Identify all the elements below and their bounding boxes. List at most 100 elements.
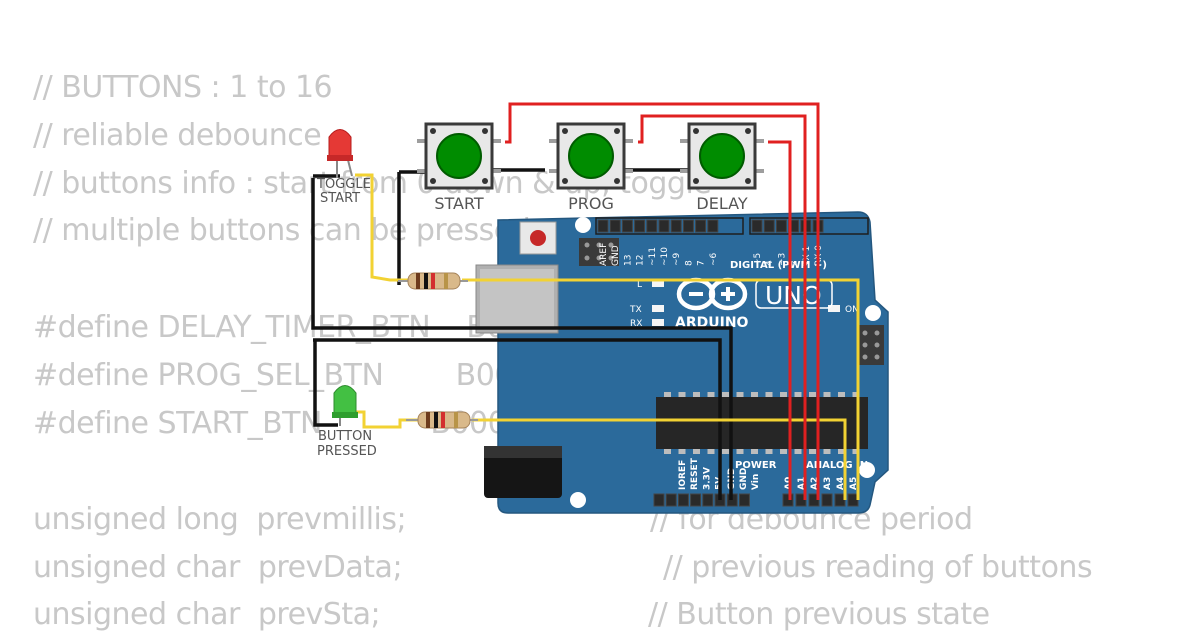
button-leg bbox=[549, 139, 558, 143]
button-label: DELAY bbox=[696, 194, 747, 213]
digital-pin-label: ~6 bbox=[709, 252, 719, 266]
icsp-header-right bbox=[858, 325, 884, 365]
button-leg bbox=[755, 139, 764, 143]
mounting-hole-icon bbox=[570, 492, 586, 508]
power-pin[interactable] bbox=[665, 493, 677, 507]
button-screw-icon bbox=[482, 128, 488, 134]
led-toggle-start: TOGGLE START bbox=[316, 129, 371, 206]
push-button-start[interactable]: START bbox=[417, 122, 501, 213]
code-comment: // Button previous state bbox=[648, 597, 990, 632]
digital-pin-label: 12 bbox=[636, 255, 646, 266]
icsp-header bbox=[579, 238, 619, 266]
analog-header[interactable] bbox=[782, 493, 859, 507]
button-cap-icon[interactable] bbox=[699, 133, 745, 179]
digital-pin-label: 8 bbox=[684, 260, 694, 266]
led-label: START bbox=[320, 191, 360, 206]
digital-pin[interactable] bbox=[695, 219, 707, 233]
digital-pin[interactable] bbox=[751, 219, 763, 233]
power-pin[interactable] bbox=[702, 493, 714, 507]
code-line: unsigned long prevmillis; bbox=[33, 502, 407, 537]
digital-pin[interactable] bbox=[775, 219, 787, 233]
power-pin[interactable] bbox=[653, 493, 665, 507]
analog-pin-label: A1 bbox=[797, 477, 807, 490]
digital-label: DIGITAL (PWM ~) bbox=[730, 260, 827, 271]
button-screw-icon bbox=[614, 178, 620, 184]
l-led-label: L bbox=[637, 280, 642, 290]
power-label: POWER bbox=[735, 460, 777, 471]
digital-pin[interactable] bbox=[707, 219, 719, 233]
chip-pins bbox=[664, 392, 860, 454]
reset-button-cap-icon bbox=[530, 230, 546, 246]
analog-pin[interactable] bbox=[782, 493, 794, 507]
button-leg bbox=[549, 169, 558, 173]
power-pin-label: Vin bbox=[751, 474, 761, 490]
button-leg bbox=[680, 139, 689, 143]
digital-pin-label: 13 bbox=[623, 255, 633, 266]
digital-pin[interactable] bbox=[597, 219, 609, 233]
push-button-delay[interactable]: DELAY bbox=[680, 122, 764, 213]
button-screw-icon bbox=[430, 178, 436, 184]
digital-pin-label: ~11 bbox=[648, 247, 658, 266]
button-cap-icon[interactable] bbox=[436, 133, 482, 179]
digital-pin[interactable] bbox=[670, 219, 682, 233]
button-leg bbox=[417, 139, 426, 143]
button-leg bbox=[755, 169, 764, 173]
code-line: unsigned char prevData; bbox=[33, 550, 403, 585]
code-line: // BUTTONS : 1 to 16 bbox=[33, 70, 333, 105]
rx-led-label: RX bbox=[630, 319, 642, 329]
digital-pin-label: ~10 bbox=[660, 247, 670, 266]
led-label: PRESSED bbox=[317, 444, 377, 459]
power-jack bbox=[484, 446, 562, 498]
red-led-icon bbox=[328, 129, 352, 159]
analog-label: ANALOG IN bbox=[806, 460, 868, 471]
analog-pin-label: A3 bbox=[823, 477, 833, 490]
button-cap-icon[interactable] bbox=[568, 133, 614, 179]
button-leg bbox=[680, 169, 689, 173]
power-pin[interactable] bbox=[677, 493, 689, 507]
digital-pin-label: AREF bbox=[599, 243, 609, 266]
power-pin[interactable] bbox=[738, 493, 750, 507]
red-wire-prog bbox=[638, 114, 807, 500]
black-wire-gnd bbox=[311, 178, 733, 500]
digital-pin-label: ~3 bbox=[777, 253, 787, 266]
yellow-wire bbox=[355, 173, 410, 282]
button-screw-icon bbox=[745, 128, 751, 134]
push-button-prog[interactable]: PROG bbox=[549, 122, 633, 213]
mounting-hole-icon bbox=[575, 217, 591, 233]
digital-pin-label: 7 bbox=[697, 260, 707, 266]
power-pin[interactable] bbox=[690, 493, 702, 507]
analog-pin[interactable] bbox=[821, 493, 833, 507]
digital-pin-label: TX 1 bbox=[802, 246, 812, 267]
button-screw-icon bbox=[562, 128, 568, 134]
digital-pin[interactable] bbox=[634, 219, 646, 233]
button-screw-icon bbox=[614, 128, 620, 134]
button-screw-icon bbox=[482, 178, 488, 184]
code-comment: // previous reading of buttons bbox=[663, 550, 1093, 585]
atmega-chip bbox=[656, 397, 868, 449]
button-screw-icon bbox=[693, 178, 699, 184]
rx-led-icon bbox=[652, 319, 664, 326]
power-pin-label: RESET bbox=[690, 457, 700, 490]
analog-pin-label: A4 bbox=[836, 477, 846, 490]
digital-pin[interactable] bbox=[658, 219, 670, 233]
red-wire-delay bbox=[768, 140, 792, 500]
digital-pin[interactable] bbox=[763, 219, 775, 233]
usb-connector-inner bbox=[480, 269, 554, 329]
digital-pin[interactable] bbox=[646, 219, 658, 233]
digital-pin[interactable] bbox=[621, 219, 633, 233]
digital-pin-label: GND bbox=[611, 245, 621, 266]
power-led-icon bbox=[828, 305, 840, 312]
resistor-1 bbox=[398, 272, 468, 290]
digital-pin[interactable] bbox=[609, 219, 621, 233]
wires bbox=[311, 102, 860, 500]
digital-header-frame bbox=[595, 217, 744, 235]
tx-led-label: TX bbox=[629, 305, 642, 315]
digital-pin-label: ~9 bbox=[672, 252, 682, 266]
button-screw-icon bbox=[430, 128, 436, 134]
digital-pin[interactable] bbox=[682, 219, 694, 233]
digital-pin-label: 4 bbox=[765, 260, 775, 266]
green-led-icon bbox=[333, 385, 357, 417]
power-pin-label: 3.3V bbox=[702, 467, 712, 490]
